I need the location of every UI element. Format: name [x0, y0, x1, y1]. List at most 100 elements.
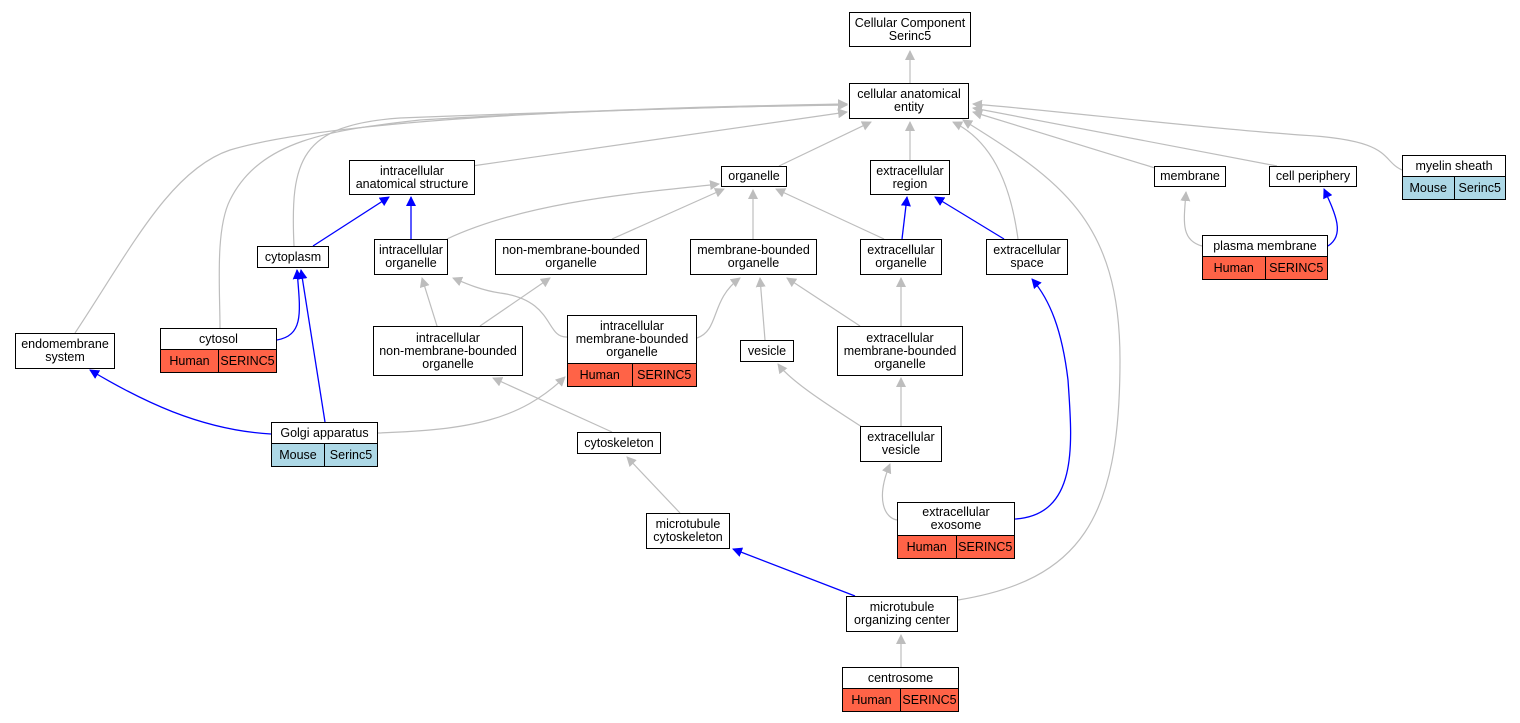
edge-exosome-ecspace [1014, 278, 1072, 520]
node-label: cytoplasm [264, 249, 322, 264]
node-label: organelle [728, 169, 780, 183]
node-label: Golgi apparatus [280, 425, 369, 440]
node-label: extracellular membrane-bounded organelle [843, 330, 957, 371]
edge-cytoplasm-ias [312, 196, 390, 247]
node-label: vesicle [747, 343, 787, 358]
species-cell: Human [898, 536, 956, 558]
node-cytoskel[interactable]: cytoskeleton [577, 432, 661, 454]
edge-icorg-organelle [446, 180, 720, 240]
edge-icnmbo-nmbo [479, 277, 551, 327]
node-label: centrosome [867, 670, 934, 685]
node-label: myelin sheath [1415, 158, 1493, 173]
edge-ecmbo-mbo [786, 277, 861, 327]
node-label: cellular anatomical entity [857, 87, 961, 114]
node-organelle[interactable]: organelle [721, 166, 787, 187]
node-cellperiph[interactable]: cell periphery [1269, 166, 1357, 187]
node-label: intracellular non-membrane-bounded organ… [379, 330, 517, 371]
species-cell: Human [568, 364, 632, 386]
edge-ias-cae [471, 108, 848, 167]
edge-ecorg-ecregion [900, 196, 911, 240]
node-root[interactable]: Cellular Component Serinc5 [849, 12, 971, 47]
edge-vesicle-mbo [755, 277, 766, 341]
node-label: endomembrane system [21, 337, 109, 364]
edge-mtoc-mtcyto [732, 547, 856, 597]
species-cell: Human [843, 689, 900, 711]
edge-ecorg-organelle [775, 188, 885, 240]
edge-ecspace-cae [952, 121, 1019, 240]
node-label: membrane [1160, 169, 1220, 183]
node-ecregion[interactable]: extracellular region [870, 160, 950, 195]
node-icorg[interactable]: intracellular organelle [374, 239, 448, 275]
node-label: membrane-bounded organelle [697, 243, 810, 270]
edge-nmbo-organelle [611, 188, 725, 240]
node-label: microtubule organizing center [854, 600, 950, 627]
node-label: intracellular anatomical structure [355, 163, 469, 191]
node-label: extracellular exosome [922, 505, 990, 532]
node-cae[interactable]: cellular anatomical entity [849, 83, 969, 119]
node-mbo[interactable]: membrane-bounded organelle [690, 239, 817, 275]
node-mtoc[interactable]: microtubule organizing center [846, 596, 958, 632]
node-nmbo[interactable]: non-membrane-bounded organelle [495, 239, 647, 275]
gene-cell: SERINC5 [218, 350, 276, 372]
edge-cytoskel-icnmbo [492, 377, 613, 433]
node-ecmbo[interactable]: extracellular membrane-bounded organelle [837, 326, 963, 376]
species-cell: Human [161, 350, 218, 372]
edge-icmbo-icorg [452, 276, 568, 338]
node-label: extracellular vesicle [867, 430, 935, 457]
node-mtcyto[interactable]: microtubule cytoskeleton [646, 513, 730, 549]
edge-icnmbo-icorg [419, 277, 438, 327]
node-label: plasma membrane [1213, 238, 1317, 253]
node-label: extracellular space [993, 243, 1061, 270]
edge-cellperiph-cae [972, 104, 1278, 167]
node-label: intracellular membrane-bounded organelle [575, 319, 689, 359]
edge-membrane-cae [972, 109, 1156, 169]
gene-cell: SERINC5 [900, 689, 958, 711]
species-cell: Mouse [272, 444, 324, 466]
node-label: cell periphery [1275, 169, 1351, 183]
node-icmbo[interactable]: intracellular membrane-bounded organelle… [567, 315, 697, 387]
node-label: cytosol [199, 331, 238, 346]
species-cell: Human [1203, 257, 1265, 279]
gene-cell: SERINC5 [631, 364, 696, 386]
gene-cell: SERINC5 [1264, 257, 1327, 279]
node-label: extracellular region [876, 163, 944, 191]
node-label: extracellular organelle [867, 243, 935, 270]
edge-cytosol-cytoplasm [276, 269, 303, 341]
edge-golgi-cytoplasm [297, 269, 326, 423]
edge-mtcyto-cytoskel [626, 456, 681, 514]
edge-organelle-cae [778, 121, 872, 167]
node-ecvesicle[interactable]: extracellular vesicle [860, 426, 942, 462]
node-endomem[interactable]: endomembrane system [15, 333, 115, 369]
node-label: intracellular organelle [379, 243, 443, 270]
edge-exosome-ecvesicle [881, 463, 898, 521]
node-ecorg[interactable]: extracellular organelle [860, 239, 942, 275]
node-label: non-membrane-bounded organelle [502, 243, 640, 270]
edge-ecvesicle-vesicle [777, 363, 863, 428]
node-ias[interactable]: intracellular anatomical structure [349, 160, 475, 195]
node-ecspace[interactable]: extracellular space [986, 239, 1068, 275]
gene-cell: Serinc5 [1453, 177, 1505, 199]
node-label: Cellular Component Serinc5 [854, 15, 966, 43]
edge-icmbo-mbo [696, 277, 741, 339]
node-cytoplasm[interactable]: cytoplasm [257, 246, 329, 268]
node-label: cytoskeleton [584, 435, 654, 450]
node-label: microtubule cytoskeleton [653, 517, 723, 544]
node-icnmbo[interactable]: intracellular non-membrane-bounded organ… [373, 326, 523, 376]
node-vesicle[interactable]: vesicle [740, 340, 794, 362]
node-membrane[interactable]: membrane [1154, 166, 1226, 187]
edge-plasmamem-cellperiph [1323, 188, 1338, 247]
gene-cell: Serinc5 [324, 444, 377, 466]
